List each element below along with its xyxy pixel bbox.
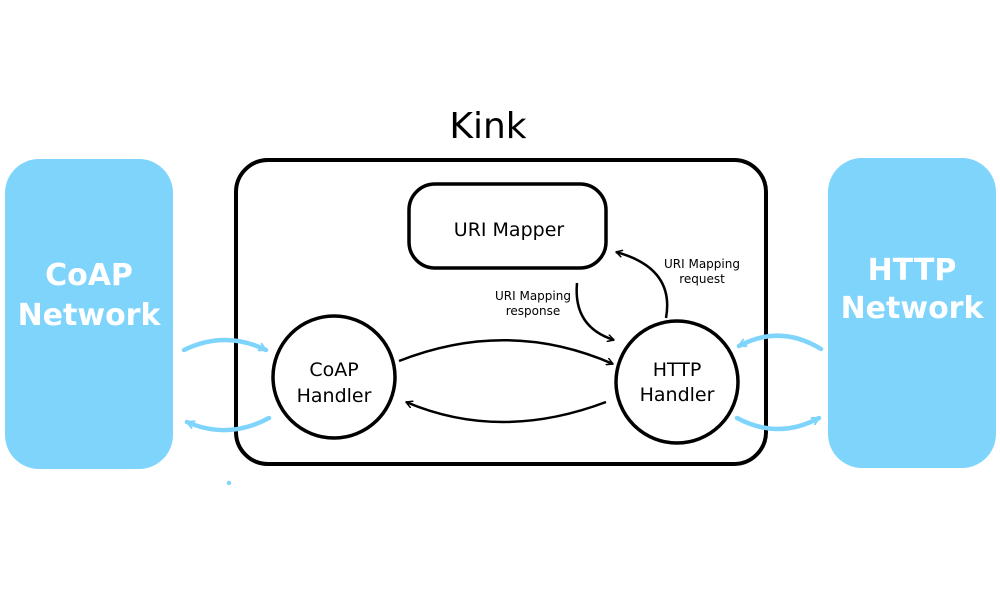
arrow-coap-network-to-handler <box>181 337 269 353</box>
arrow-mapping-request <box>616 252 669 319</box>
http-handler-label-line2: Handler <box>640 384 715 406</box>
stray-dot <box>226 480 232 486</box>
uri-mapper-box <box>407 182 608 270</box>
arrow-http-to-coap <box>406 402 607 424</box>
diagram-title: Kink <box>449 106 526 147</box>
arrow-http-network-to-handler <box>736 333 824 352</box>
coap-handler-node: CoAP Handler <box>271 314 397 440</box>
mapping-request-label-line2: request <box>679 272 725 286</box>
coap-handler-circle <box>271 314 397 440</box>
mapping-request-label-line1: URI Mapping <box>664 257 740 271</box>
coap-handler-label-line1: CoAP <box>309 359 358 381</box>
http-handler-label-line1: HTTP <box>653 359 702 381</box>
coap-handler-label-line2: Handler <box>297 385 372 407</box>
arrow-mapping-response <box>575 282 614 340</box>
coap-network-box <box>5 159 173 469</box>
arrow-handler-to-coap-network <box>184 415 272 433</box>
http-network-block: HTTP Network <box>828 158 996 468</box>
coap-network-label-line1: CoAP <box>45 258 133 293</box>
http-handler-node: HTTP Handler <box>614 319 740 445</box>
mapping-response-label-line2: response <box>506 304 561 318</box>
coap-network-label-line2: Network <box>18 298 162 333</box>
http-network-box <box>828 158 996 468</box>
coap-network-block: CoAP Network <box>5 159 173 469</box>
mapping-response-label-line1: URI Mapping <box>495 289 571 303</box>
http-handler-circle <box>614 319 740 445</box>
http-network-label-line2: Network <box>841 291 985 326</box>
uri-mapper-node: URI Mapper <box>407 182 608 270</box>
uri-mapper-label: URI Mapper <box>454 219 565 241</box>
arrow-coap-to-http <box>398 339 613 364</box>
arrow-handler-to-http-network <box>734 415 822 432</box>
http-network-label-line1: HTTP <box>868 253 957 288</box>
